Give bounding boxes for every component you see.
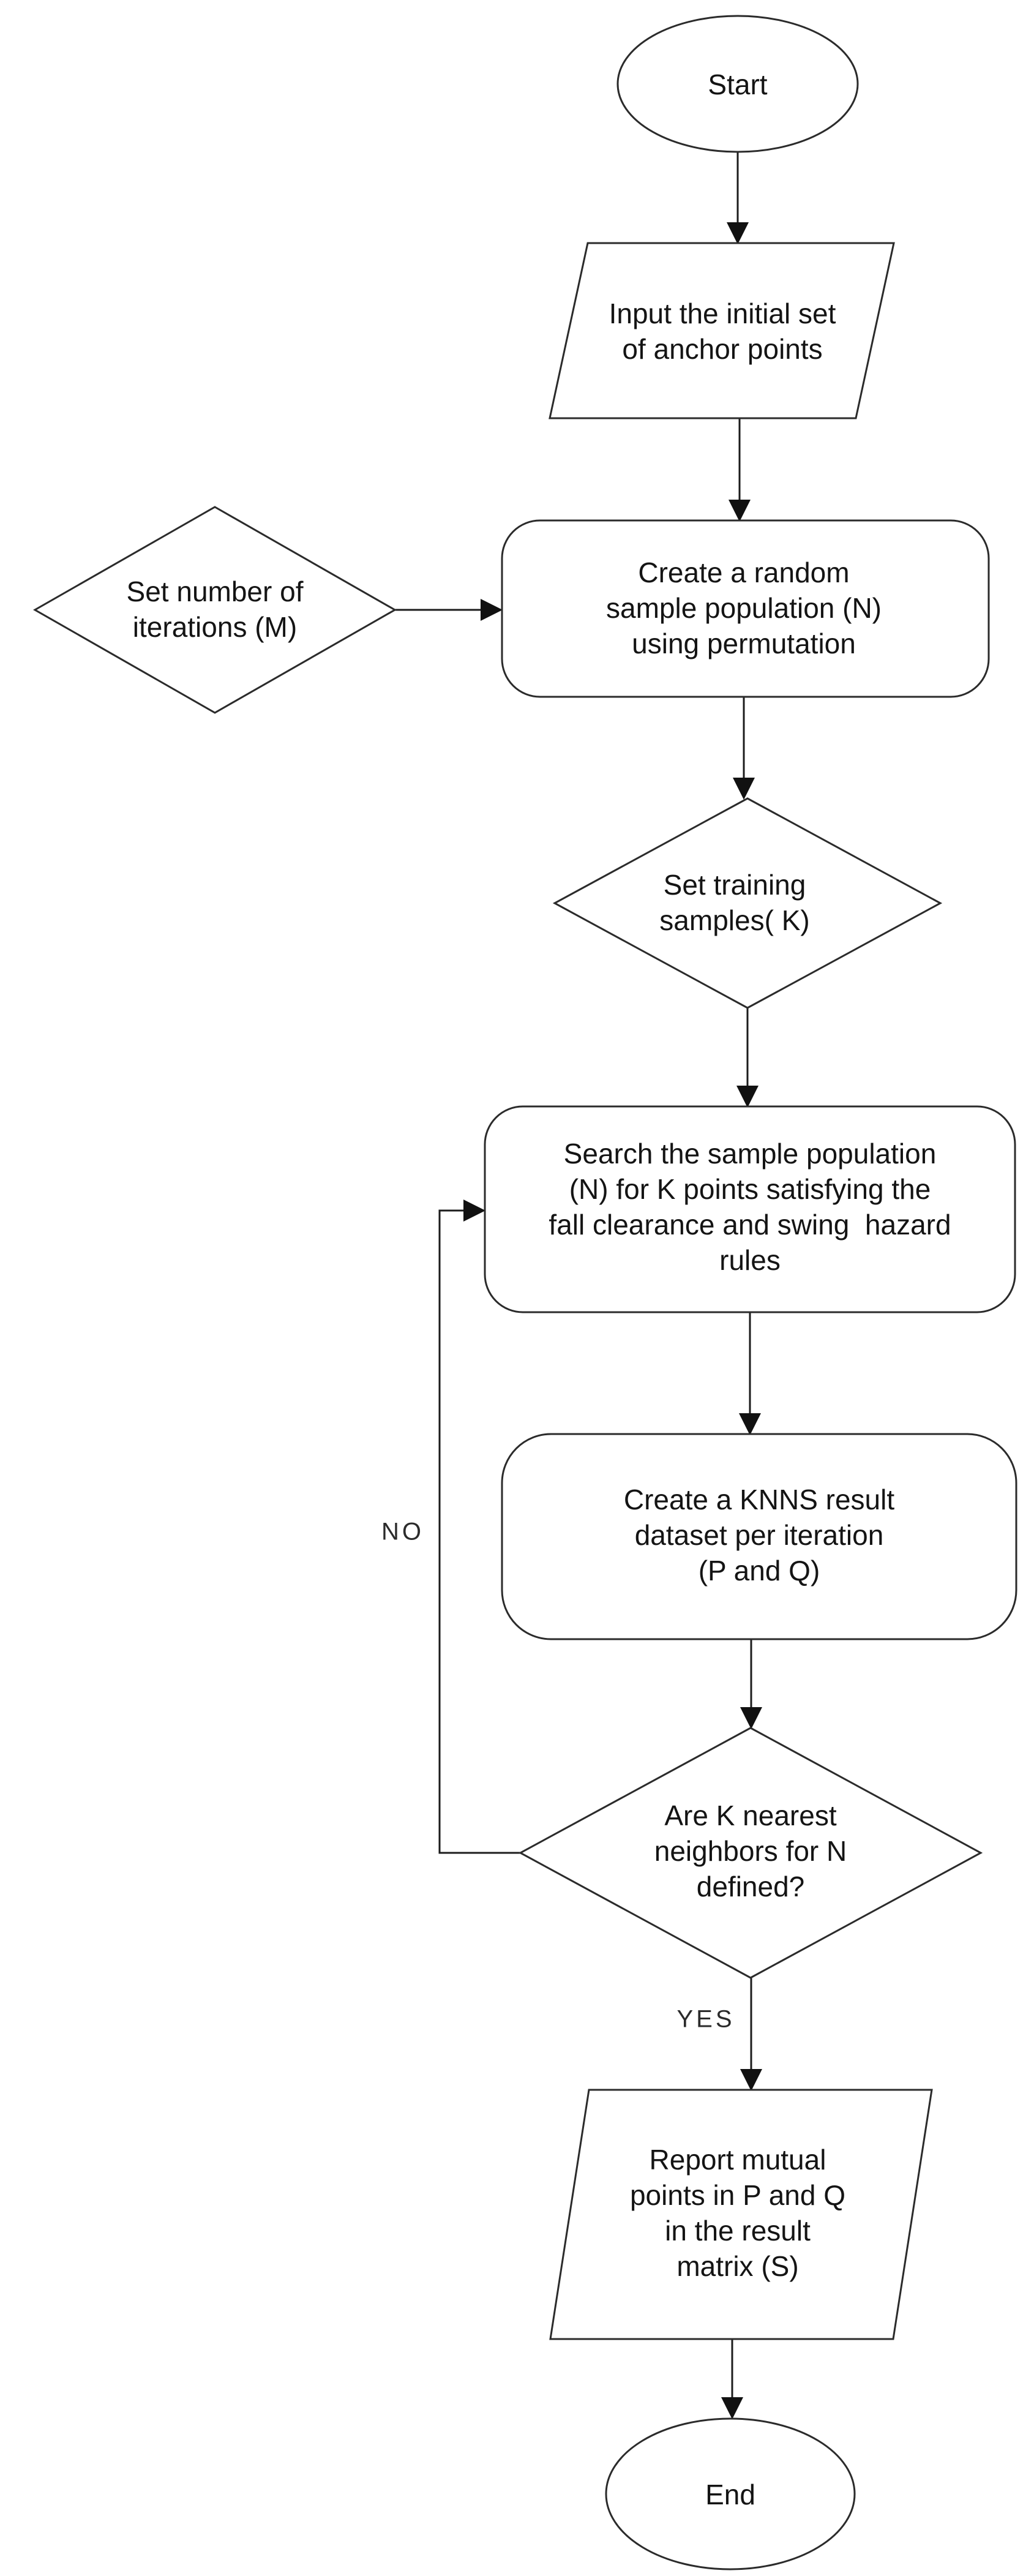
create-population-process-shape — [501, 519, 990, 698]
input-label-line: of anchor points — [622, 333, 823, 365]
input-anchor-points-label: Input the initial set of anchor points — [609, 296, 836, 367]
create-population-label-line: sample population (N) — [605, 592, 882, 625]
knns-label-line: (P and Q) — [698, 1554, 820, 1587]
start-label: Start — [708, 67, 767, 103]
training-label-line: samples( K) — [659, 904, 810, 936]
create-knns-process-shape — [501, 1433, 1017, 1640]
training-label-line: Set training — [663, 869, 806, 901]
search-label-line: rules — [719, 1244, 781, 1276]
set-iterations-decision-shape — [32, 506, 397, 714]
end-label: End — [705, 2477, 755, 2513]
knns-label-line: Create a KNNS result — [623, 1484, 895, 1516]
start-terminator-shape — [616, 15, 859, 153]
search-label-line: fall clearance and swing hazard — [549, 1209, 951, 1241]
decision-label-line: neighbors for N — [654, 1835, 847, 1868]
create-population-label-line: Create a random — [638, 557, 850, 589]
report-label-line: Report mutual — [649, 2144, 826, 2176]
neighbors-defined-label: Are K nearest neighbors for N defined? — [654, 1798, 847, 1905]
set-training-samples-decision-shape — [552, 797, 943, 1009]
report-label-line: points in P and Q — [629, 2179, 846, 2212]
report-mutual-points-label: Report mutual points in P and Q in the r… — [630, 2142, 845, 2285]
search-label-line: Search the sample population — [563, 1138, 937, 1170]
search-population-process-shape — [484, 1105, 1016, 1313]
search-label-line: (N) for K points satisfying the — [569, 1173, 931, 1206]
end-label-line: End — [705, 2479, 755, 2511]
neighbors-defined-decision-shape — [518, 1727, 983, 1979]
decision-label-line: Are K nearest — [664, 1800, 837, 1832]
end-terminator-shape — [605, 2417, 856, 2570]
create-population-label: Create a random sample population (N) us… — [606, 555, 882, 662]
set-iterations-label: Set number of iterations (M) — [127, 574, 304, 645]
set-training-samples-label: Set training samples( K) — [659, 868, 809, 939]
input-anchor-points-shape — [549, 242, 895, 419]
input-label-line: Input the initial set — [609, 298, 836, 330]
iterations-label-line: iterations (M) — [132, 611, 298, 643]
iterations-label-line: Set number of — [126, 576, 304, 608]
create-knns-label: Create a KNNS result dataset per iterati… — [624, 1482, 894, 1589]
create-population-label-line: using permutation — [632, 627, 856, 659]
knns-label-line: dataset per iteration — [634, 1519, 884, 1552]
report-label-line: matrix (S) — [676, 2250, 799, 2282]
start-label-line: Start — [708, 69, 768, 101]
search-population-label: Search the sample population (N) for K p… — [549, 1136, 951, 1279]
edge-label-yes: YES — [676, 2005, 735, 2033]
edge-decision-no-loop — [438, 1200, 520, 1854]
report-label-line: in the result — [665, 2215, 811, 2247]
edge-label-no: NO — [381, 1518, 424, 1545]
report-mutual-points-shape — [549, 2089, 933, 2340]
decision-label-line: defined? — [696, 1870, 805, 1902]
